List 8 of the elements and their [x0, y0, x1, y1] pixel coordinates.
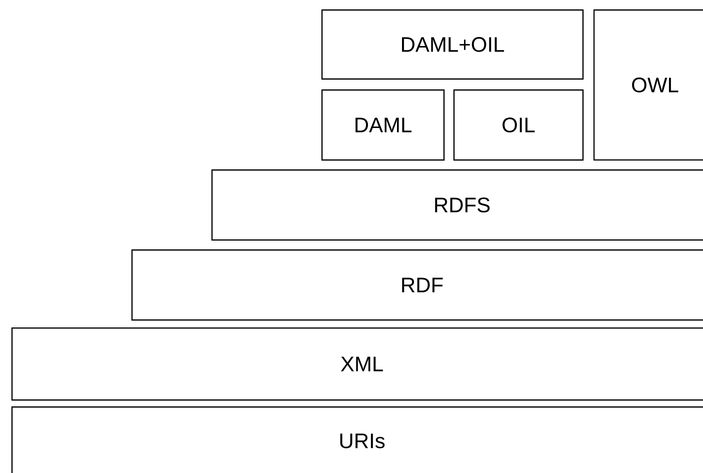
layer-box: OWL	[593, 9, 703, 161]
layer-box: URIs	[11, 406, 703, 473]
layer-box: XML	[11, 327, 703, 401]
layer-box: DAML	[321, 89, 445, 161]
layer-box: RDF	[131, 249, 703, 321]
layer-box: RDFS	[211, 169, 703, 241]
layer-box: OIL	[453, 89, 584, 161]
layer-box: DAML+OIL	[321, 9, 584, 80]
